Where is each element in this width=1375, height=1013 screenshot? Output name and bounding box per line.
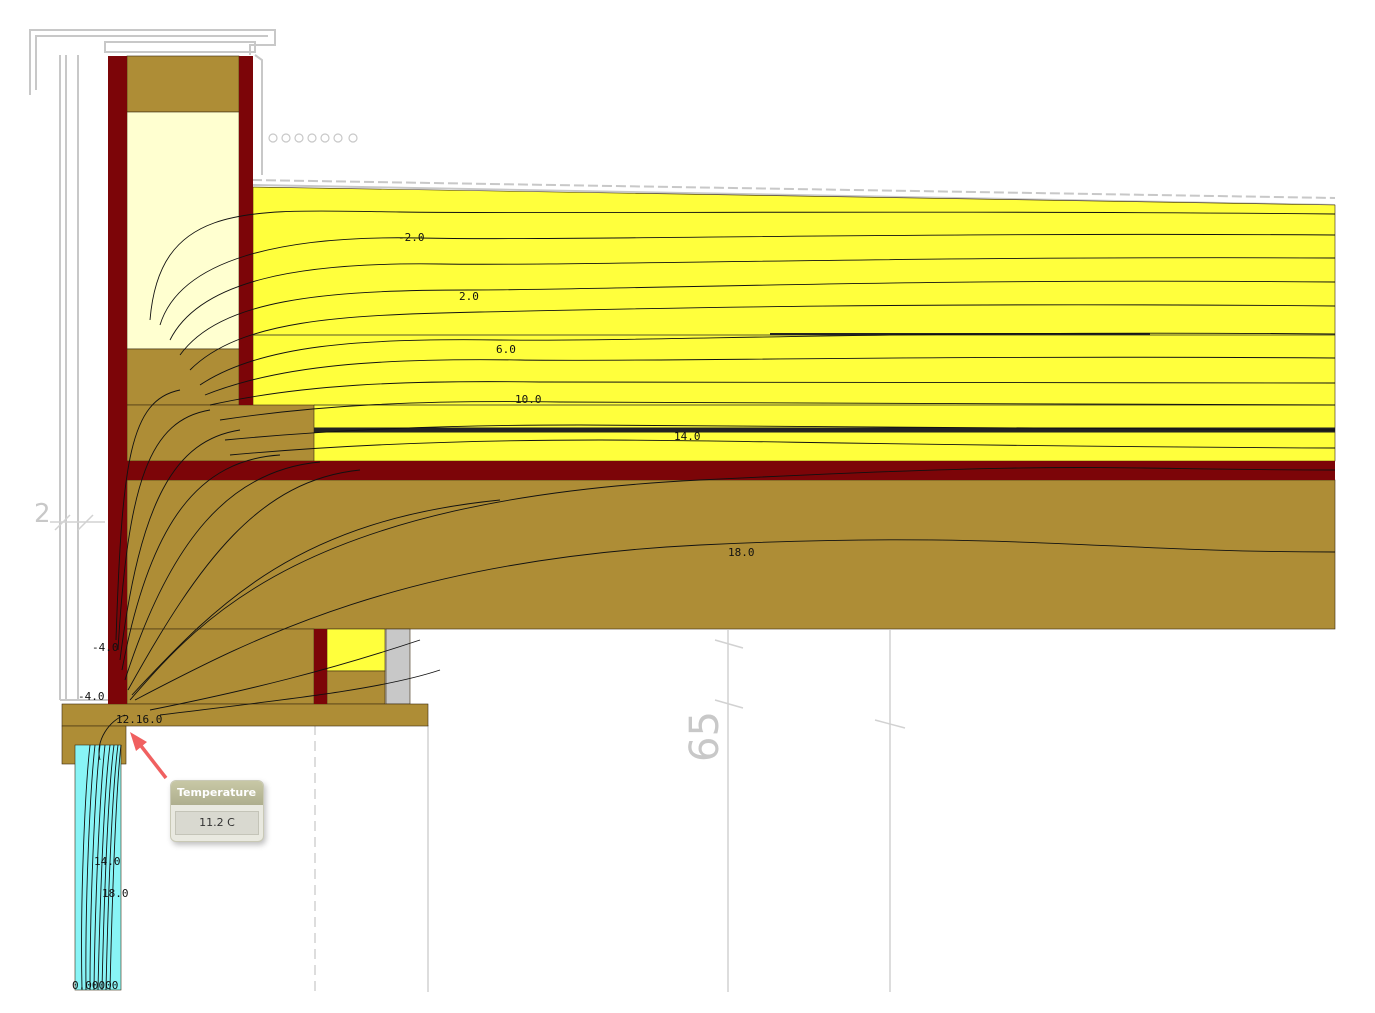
beam-membrane	[314, 629, 327, 704]
parapet-wood-top	[126, 55, 240, 113]
isotherm-label-bottom: 0.00000	[72, 979, 118, 992]
dimension-label-middle: 65	[682, 711, 728, 762]
temperature-tooltip: Temperature 11.2 C	[170, 780, 264, 842]
isotherm-label-6: 6.0	[496, 343, 516, 356]
dimension-label-left: 2	[34, 499, 51, 529]
construction-outline	[29, 29, 1336, 701]
membranes	[108, 56, 1335, 704]
isotherm-label-minus-4-b: -4.0	[78, 690, 105, 703]
probe-arrow	[130, 732, 168, 780]
lower-beam-left	[126, 628, 315, 705]
isotherm-label-glass-18: 18.0	[102, 887, 129, 900]
material-regions	[61, 55, 1336, 991]
grid-lines	[50, 514, 906, 992]
wall-membrane	[108, 56, 127, 704]
isotherm-label-glass-14: 14.0	[94, 855, 121, 868]
parapet-inner-membrane	[239, 56, 253, 405]
isotherm-label-minus-4-a: -4.0	[92, 641, 119, 654]
isotherm-label-minus-2: -2.0	[398, 231, 425, 244]
isotherm-label-18: 18.0	[728, 546, 755, 559]
isotherm-label-junction: 12.16.0	[116, 713, 162, 726]
isotherm-label-2: 2.0	[459, 290, 479, 303]
isotherm-label-10: 10.0	[515, 393, 542, 406]
slab-top-membrane	[127, 461, 1335, 480]
isotherm-label-14: 14.0	[674, 430, 701, 443]
isotherms	[81, 210, 1336, 991]
floor-slab	[126, 479, 1336, 630]
gravel-circles	[268, 133, 358, 143]
lower-beam-right	[326, 670, 386, 705]
parapet-wood-bottom	[126, 348, 240, 406]
lower-insulation	[326, 628, 386, 672]
roof-insulation	[252, 186, 1336, 462]
parapet-light-insulation	[126, 111, 240, 350]
isotherm-labels: -2.0 2.0 6.0 10.0 14.0 18.0 -4.0 -4.0 12…	[72, 231, 755, 992]
edge-timber-block	[126, 404, 315, 462]
gray-post	[385, 628, 411, 705]
tooltip-title: Temperature	[171, 781, 263, 805]
tooltip-value: 11.2 C	[175, 811, 259, 835]
